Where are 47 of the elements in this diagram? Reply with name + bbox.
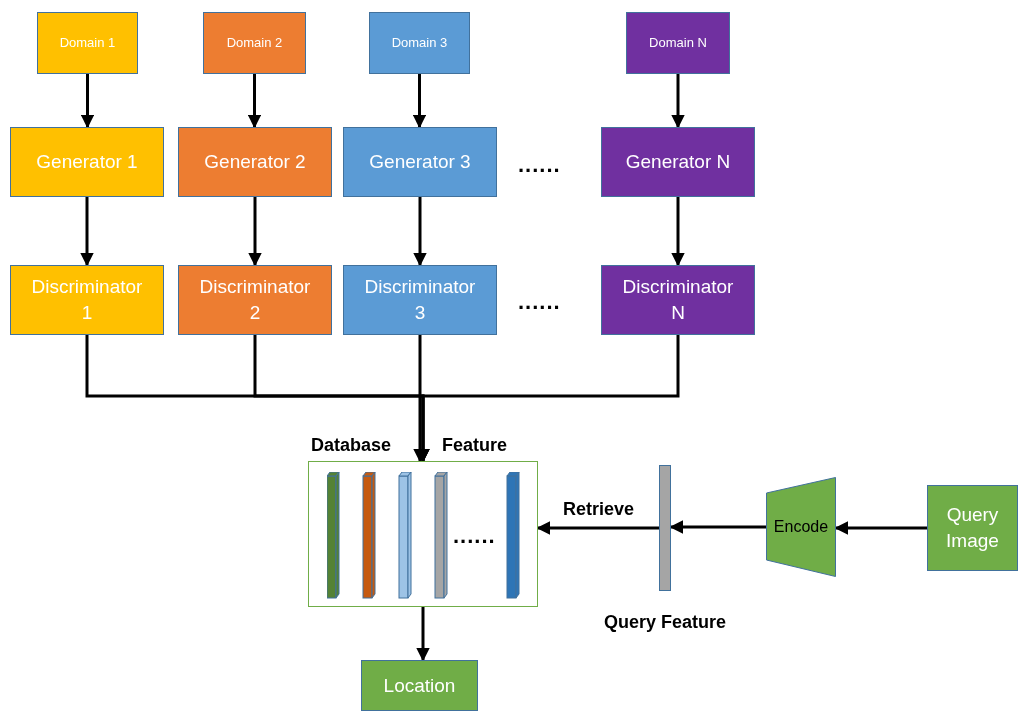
node-label: Domain 2 (226, 34, 283, 52)
node-label: Discriminator 1 (30, 275, 144, 325)
node-label: Domain 3 (391, 34, 448, 52)
node-label: Generator 2 (204, 150, 306, 175)
node-label: Discriminator 3 (363, 275, 477, 325)
ellipsis-text: ...... (518, 289, 561, 315)
ellipsis-text: ...... (518, 152, 561, 178)
process-box (601, 265, 755, 335)
process-box (178, 127, 332, 197)
arrow (536, 521, 659, 535)
arrow (834, 521, 927, 535)
arrow (248, 197, 262, 267)
arrow (669, 520, 766, 534)
ellipsis-text: ...... (453, 523, 496, 549)
node-label: Domain N (649, 34, 707, 52)
process-box (343, 265, 497, 335)
node-label: Domain 1 (59, 34, 116, 52)
process-box (369, 12, 470, 74)
node-label: Encode (773, 518, 829, 536)
feature-caption: Query Feature (604, 612, 726, 632)
arrow (412, 74, 427, 129)
arrow (247, 74, 262, 129)
process-box (626, 12, 730, 74)
node-label: Discriminator 2 (198, 275, 312, 325)
arrow (80, 197, 94, 267)
process-box (10, 265, 164, 335)
process-box (37, 12, 138, 74)
arrow (416, 607, 430, 662)
database-heading: Database (311, 435, 392, 455)
arrow (413, 197, 427, 267)
node-label: Generator N (625, 150, 731, 175)
process-box (178, 265, 332, 335)
node-label: Generator 3 (369, 150, 471, 175)
process-box (361, 660, 478, 711)
process-box (203, 12, 306, 74)
process-box (343, 127, 497, 197)
process-box (601, 127, 755, 197)
node-label: Location (383, 673, 456, 698)
arrow (671, 74, 685, 129)
node-label: Generator 1 (36, 150, 138, 175)
arrow (671, 197, 685, 267)
node-label: Discriminator N (621, 275, 735, 325)
database-heading: Feature (442, 435, 508, 455)
process-box (10, 127, 164, 197)
node-label: Query Image (945, 503, 1000, 553)
arrow (80, 74, 95, 129)
process-box (927, 485, 1018, 571)
